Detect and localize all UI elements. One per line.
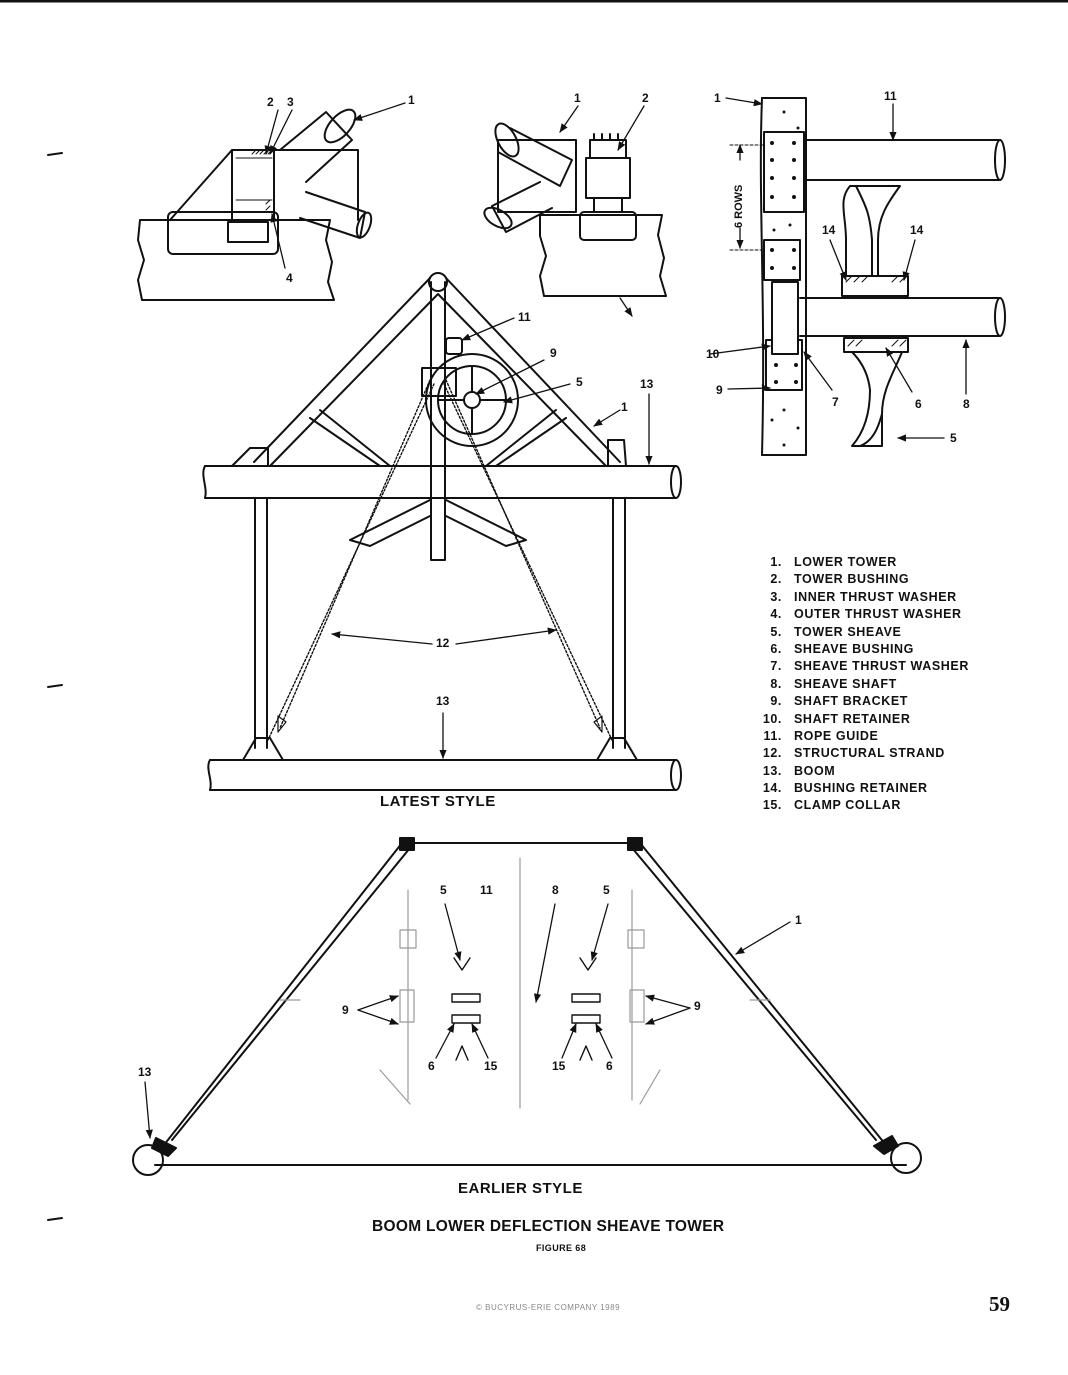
callout-label: 11: [884, 89, 897, 103]
earlier-style-caption: EARLIER STYLE: [458, 1180, 583, 1197]
callout-label: 8: [963, 397, 970, 411]
callout-label: 5: [603, 883, 610, 897]
callout-label: 11: [518, 310, 531, 324]
callout-label: 4: [286, 271, 293, 285]
callout-label: 1: [408, 93, 415, 107]
legend-item: 4.OUTER THRUST WASHER: [770, 607, 962, 622]
callout-label: 13: [640, 377, 654, 391]
callout-label: 2: [267, 95, 274, 109]
callout-label: 10: [706, 347, 720, 361]
legend-item: 5.TOWER SHEAVE: [770, 624, 902, 639]
callout-label: 1: [795, 913, 802, 927]
legend-item: 13.BOOM: [762, 763, 836, 778]
callout-label: 1: [574, 91, 581, 105]
callout-label: 5: [576, 375, 583, 389]
callout-label: 12: [436, 636, 450, 650]
callout-label: 6: [915, 397, 922, 411]
legend-item: 10.SHAFT RETAINER: [762, 711, 911, 726]
callout-label: 5: [950, 431, 957, 445]
callout-label: 2: [642, 91, 649, 105]
legend-item: 11.ROPE GUIDE: [763, 728, 879, 743]
callout-label: 15: [484, 1059, 498, 1073]
detail-b-drawing: [483, 105, 667, 297]
callout-label: 14: [822, 223, 836, 237]
legend-item: 3.INNER THRUST WASHER: [770, 589, 957, 604]
callout-label: 5: [440, 883, 447, 897]
legend-item: 1.LOWER TOWER: [770, 555, 897, 569]
margin-tick: [47, 152, 63, 156]
page-number: 59: [989, 1292, 1010, 1316]
detail-a-drawing: [137, 102, 406, 301]
legend-item: 9.SHAFT BRACKET: [770, 694, 909, 709]
margin-tick: [47, 1217, 63, 1221]
legend-item: 14.BUSHING RETAINER: [762, 781, 928, 796]
legend-item: 15.CLAMP COLLAR: [762, 798, 901, 813]
callout-label: 15: [552, 1059, 566, 1073]
six-rows-label: 6 ROWS: [733, 184, 745, 228]
callout-label: 9: [342, 1003, 349, 1017]
legend-item: 12.STRUCTURAL STRAND: [762, 746, 945, 761]
legend-item: 7.SHEAVE THRUST WASHER: [770, 659, 969, 674]
callout-label: 9: [694, 999, 701, 1013]
latest-style-drawing: [202, 272, 682, 791]
callout-label: 6: [428, 1059, 435, 1073]
legend-item: 8.SHEAVE SHAFT: [770, 676, 897, 691]
callout-label: 13: [436, 694, 450, 708]
callout-label: 6: [606, 1059, 613, 1073]
figure-title: BOOM LOWER DEFLECTION SHEAVE TOWER: [372, 1218, 725, 1235]
callout-label: 13: [138, 1065, 152, 1079]
callout-label: 9: [716, 383, 723, 397]
legend-item: 6.SHEAVE BUSHING: [770, 641, 914, 656]
callout-label: 11: [480, 883, 493, 897]
callout-label: 9: [550, 346, 557, 360]
earlier-style-drawing: [132, 837, 922, 1176]
copyright-notice: © BUCYRUS-ERIE COMPANY 1989: [476, 1303, 621, 1312]
figure-number: FIGURE 68: [536, 1243, 587, 1253]
parts-legend: 1.LOWER TOWER 2.TOWER BUSHING 3.INNER TH…: [752, 555, 969, 816]
legend-item: 2.TOWER BUSHING: [770, 572, 910, 587]
margin-tick: [47, 684, 63, 688]
callout-label: 1: [714, 91, 721, 105]
side-view-drawing: [709, 97, 1006, 456]
callout-label: 14: [910, 223, 924, 237]
callout-label: 1: [621, 400, 628, 414]
callout-label: 7: [832, 395, 839, 409]
callout-label: 8: [552, 883, 559, 897]
callout-label: 3: [287, 95, 294, 109]
latest-style-caption: LATEST STYLE: [380, 793, 496, 810]
